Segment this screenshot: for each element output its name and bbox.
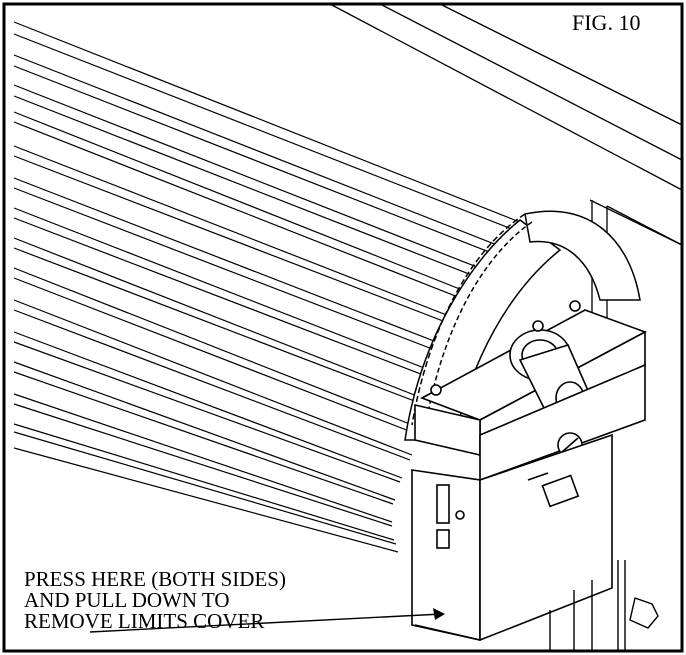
- callout-line: PRESS HERE (BOTH SIDES): [24, 567, 286, 591]
- limits-cover: [411, 433, 613, 642]
- figure-label: FIG. 10: [572, 10, 641, 35]
- callout-line: AND PULL DOWN TO: [24, 588, 230, 612]
- callout-arrow: [89, 608, 445, 633]
- callout-line: REMOVE LIMITS COVER: [24, 609, 265, 633]
- crank-and-chain: [549, 560, 659, 650]
- callout-text: PRESS HERE (BOTH SIDES) AND PULL DOWN TO…: [24, 569, 286, 632]
- curtain-slats: [13, 21, 546, 553]
- drive-bracket: [414, 300, 647, 482]
